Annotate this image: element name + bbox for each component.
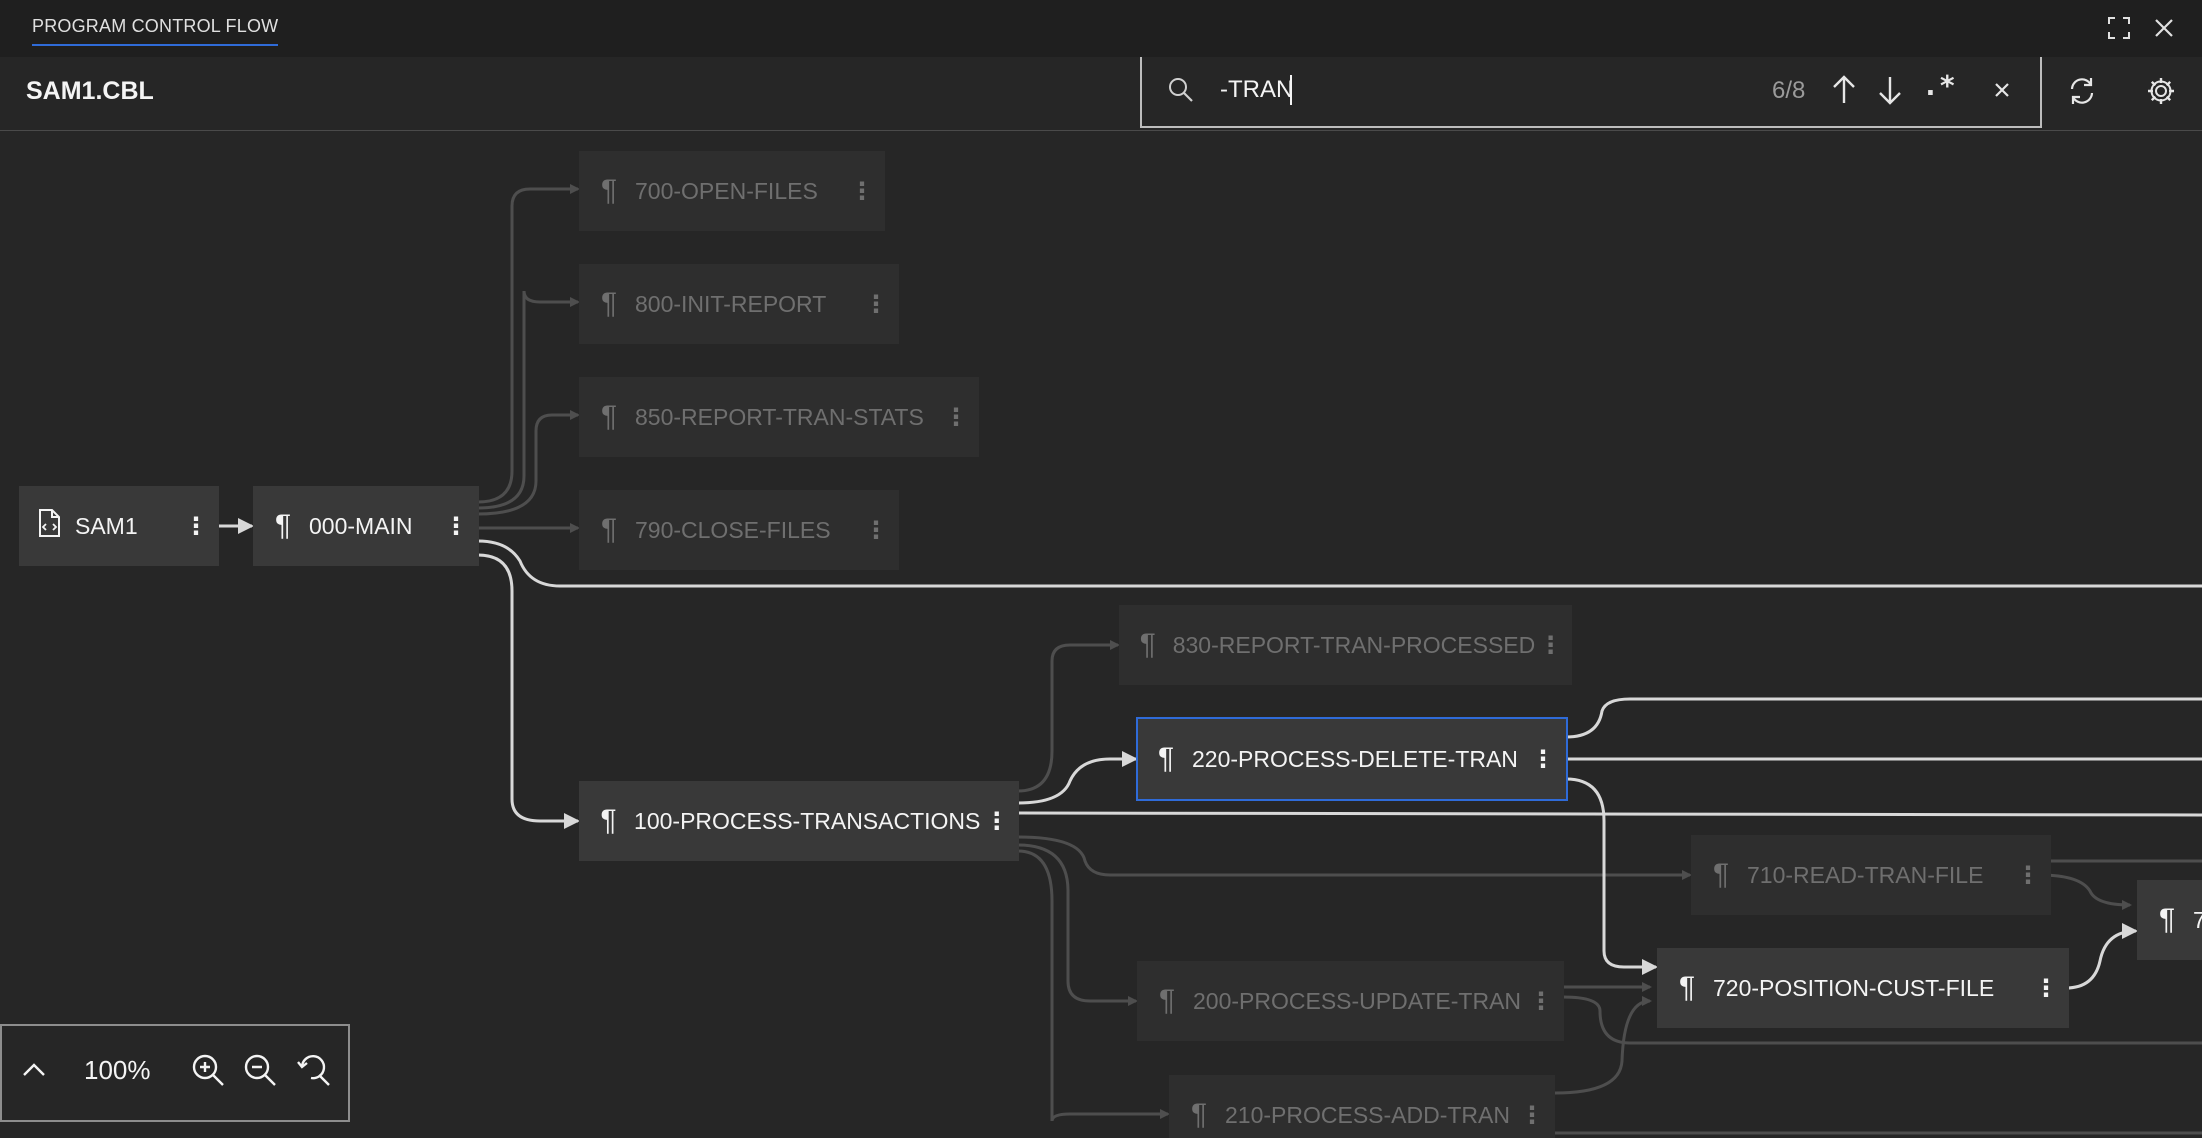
paragraph-icon: ¶: [600, 513, 618, 546]
file-code-icon: [37, 508, 61, 544]
paragraph-icon: ¶: [1712, 858, 1730, 891]
zoom-in-icon[interactable]: [188, 1050, 228, 1090]
search-icon: [1169, 78, 1193, 102]
node-label: 700-OPEN-FILES: [635, 177, 818, 204]
node-label: 790-CLOSE-FILES: [635, 516, 831, 543]
chevron-up-icon[interactable]: [14, 1050, 54, 1090]
paragraph-icon: ¶: [600, 174, 618, 207]
gear-icon[interactable]: [2145, 75, 2177, 107]
close-icon[interactable]: [1986, 73, 2018, 107]
node-210-process-add-tran[interactable]: ¶ 210-PROCESS-ADD-TRAN ⋮: [1169, 1075, 1555, 1138]
node-label: 000-MAIN: [309, 512, 413, 539]
node-100-process-transactions[interactable]: ¶ 100-PROCESS-TRANSACTIONS ⋮: [579, 781, 1019, 861]
paragraph-icon: ¶: [600, 804, 617, 837]
node-label: 210-PROCESS-ADD-TRAN: [1225, 1101, 1510, 1128]
zoom-level: 100%: [84, 1055, 151, 1085]
node-800-init-report[interactable]: ¶ 800-INIT-REPORT ⋮: [579, 264, 899, 344]
close-icon[interactable]: [2150, 14, 2178, 42]
node-sam1[interactable]: SAM1 ⋮: [19, 486, 219, 566]
node-label: 800-INIT-REPORT: [635, 290, 827, 317]
paragraph-icon: ¶: [600, 287, 618, 320]
paragraph-icon: ¶: [1190, 1098, 1208, 1131]
node-790-close-files[interactable]: ¶ 790-CLOSE-FILES ⋮: [579, 490, 899, 570]
paragraph-icon: ¶: [1157, 742, 1175, 775]
arrow-up-icon[interactable]: [1828, 73, 1860, 107]
toolbar: SAM1.CBL 6/8 .*: [0, 57, 2202, 131]
search-input[interactable]: [1220, 73, 1660, 107]
node-label: SAM1: [75, 512, 138, 539]
panel-title-tab[interactable]: PROGRAM CONTROL FLOW: [32, 16, 279, 46]
node-label: 220-PROCESS-DELETE-TRAN: [1192, 745, 1518, 772]
paragraph-icon: ¶: [1158, 984, 1176, 1017]
search-bar: 6/8 .*: [1140, 57, 2042, 128]
node-700-open-files[interactable]: ¶ 700-OPEN-FILES ⋮: [579, 151, 885, 231]
overflow-menu-icon[interactable]: ⋮: [1520, 1101, 1544, 1129]
graph-edges: [218, 184, 2202, 1135]
overflow-menu-icon[interactable]: ⋮: [864, 516, 888, 544]
zoom-reset-icon[interactable]: [294, 1050, 334, 1090]
overflow-menu-icon[interactable]: ⋮: [944, 403, 968, 431]
node-label: 830-REPORT-TRAN-PROCESSED: [1172, 631, 1536, 658]
text-cursor: [1290, 75, 1292, 105]
overflow-menu-icon[interactable]: ⋮: [2016, 861, 2040, 889]
arrow-down-icon[interactable]: [1874, 73, 1906, 107]
node-710-read-tran-file[interactable]: ¶ 710-READ-TRAN-FILE ⋮: [1691, 835, 2051, 915]
overflow-menu-icon[interactable]: ⋮: [444, 512, 468, 540]
node-200-process-update-tran[interactable]: ¶ 200-PROCESS-UPDATE-TRAN ⋮: [1137, 961, 1564, 1041]
node-720-position-cust-file[interactable]: ¶ 720-POSITION-CUST-FILE ⋮: [1657, 948, 2069, 1028]
overflow-menu-icon[interactable]: ⋮: [184, 512, 208, 540]
paragraph-icon: ¶: [1678, 971, 1696, 1004]
overflow-menu-icon[interactable]: ⋮: [2034, 974, 2058, 1002]
node-label: 850-REPORT-TRAN-STATS: [635, 403, 924, 430]
node-label: 7: [2193, 906, 2202, 933]
regex-toggle-button[interactable]: .*: [1922, 69, 1956, 102]
panel-header: PROGRAM CONTROL FLOW: [0, 0, 2202, 58]
node-label: 100-PROCESS-TRANSACTIONS: [634, 807, 981, 834]
node-830-report-tran-processed[interactable]: ¶ 830-REPORT-TRAN-PROCESSED ⋮: [1119, 605, 1572, 685]
node-850-report-tran-stats[interactable]: ¶ 850-REPORT-TRAN-STATS ⋮: [579, 377, 979, 457]
zoom-controls: 100%: [0, 1024, 350, 1122]
paragraph-icon: ¶: [274, 509, 292, 542]
node-label: 710-READ-TRAN-FILE: [1747, 861, 1984, 888]
node-000-main[interactable]: ¶ 000-MAIN ⋮: [253, 486, 479, 566]
node-label: 720-POSITION-CUST-FILE: [1713, 974, 1995, 1001]
overflow-menu-icon[interactable]: ⋮: [1529, 987, 1553, 1015]
overflow-menu-icon[interactable]: ⋮: [1538, 631, 1563, 659]
node-label: 200-PROCESS-UPDATE-TRAN: [1193, 987, 1522, 1014]
overflow-menu-icon[interactable]: ⋮: [850, 177, 874, 205]
paragraph-icon: ¶: [600, 400, 618, 433]
paragraph-icon: ¶: [1139, 628, 1156, 661]
overflow-menu-icon[interactable]: ⋮: [864, 290, 888, 318]
match-count: 6/8: [1772, 77, 1806, 104]
overflow-menu-icon[interactable]: ⋮: [984, 807, 1009, 835]
refresh-icon[interactable]: [2066, 75, 2098, 107]
node-220-process-delete-tran[interactable]: ¶ 220-PROCESS-DELETE-TRAN ⋮: [1136, 717, 1568, 801]
file-title: SAM1.CBL: [26, 77, 154, 105]
node-clipped[interactable]: ¶ 7: [2137, 880, 2202, 960]
maximize-icon[interactable]: [2105, 14, 2133, 42]
graph-canvas[interactable]: SAM1 ⋮ ¶ 000-MAIN ⋮ ¶ 700-OPEN-FILES ⋮ ¶…: [0, 131, 2202, 1138]
paragraph-icon: ¶: [2158, 903, 2176, 936]
zoom-out-icon[interactable]: [240, 1050, 280, 1090]
overflow-menu-icon[interactable]: ⋮: [1531, 745, 1555, 773]
